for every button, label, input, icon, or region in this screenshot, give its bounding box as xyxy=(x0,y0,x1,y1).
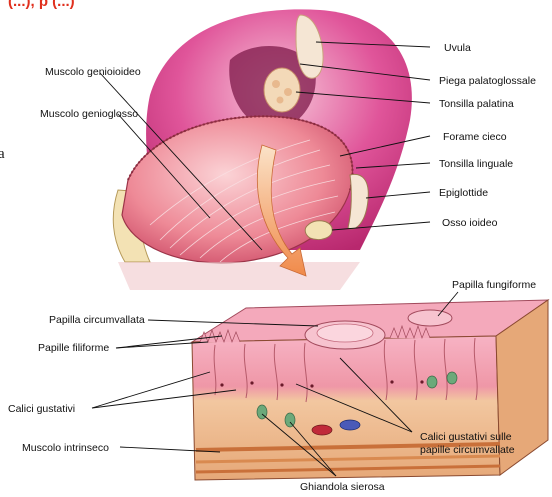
label-tonsilla-palatina: Tonsilla palatina xyxy=(439,98,514,110)
label-forame-cieco: Forame cieco xyxy=(443,131,507,143)
label-epiglottide: Epiglottide xyxy=(439,187,488,199)
edge-letter: a xyxy=(0,146,5,162)
label-papilla-fungiforme: Papilla fungiforme xyxy=(452,279,536,291)
label-tonsilla-linguale: Tonsilla linguale xyxy=(439,158,513,170)
label-ghiandola-sierosa: Ghiandola sierosa xyxy=(300,481,385,493)
label-muscolo-genioglosso: Muscolo genioglosso xyxy=(40,108,138,120)
label-papilla-circumvallata: Papilla circumvallata xyxy=(49,314,145,326)
label-muscolo-intrinseco: Muscolo intrinseco xyxy=(22,442,109,454)
label-calici-circumvallate-1: Calici gustativi sulle xyxy=(420,431,512,443)
header-fragment: (...), p (...) xyxy=(8,0,75,10)
label-osso-ioideo: Osso ioideo xyxy=(442,217,498,229)
label-calici-circumvallate-2: papille circumvallate xyxy=(420,444,515,456)
label-uvula: Uvula xyxy=(444,42,471,54)
label-piega-palatoglossale: Piega palatoglossale xyxy=(439,75,536,87)
label-muscolo-genioioideo: Muscolo genioioideo xyxy=(45,66,141,78)
label-papille-filiforme: Papille filiforme xyxy=(38,342,109,354)
label-calici-gustativi: Calici gustativi xyxy=(8,403,75,415)
